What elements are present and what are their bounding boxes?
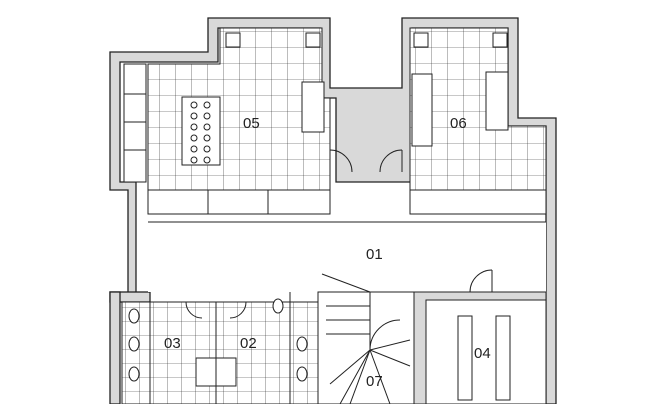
door-swing bbox=[379, 149, 403, 173]
cabinet bbox=[485, 71, 509, 131]
door-swing bbox=[469, 269, 493, 293]
room-label-01: 01 bbox=[366, 246, 383, 263]
room-04 bbox=[413, 269, 547, 404]
burner-grid bbox=[190, 101, 211, 164]
island bbox=[181, 96, 221, 166]
sink bbox=[492, 32, 508, 48]
toilets-right bbox=[272, 298, 308, 382]
cabinet bbox=[411, 73, 433, 147]
sink bbox=[413, 32, 429, 48]
room-07 bbox=[317, 273, 415, 404]
room-label-03: 03 bbox=[164, 335, 181, 352]
room-03-02 bbox=[121, 292, 319, 404]
sink bbox=[305, 32, 321, 48]
door-swing bbox=[329, 149, 353, 173]
counter bbox=[123, 63, 147, 183]
rack bbox=[495, 315, 511, 401]
room-label-02: 02 bbox=[240, 335, 257, 352]
bench bbox=[147, 189, 331, 215]
bench bbox=[409, 189, 547, 215]
room-label-07: 07 bbox=[366, 373, 383, 390]
wall-segment bbox=[109, 291, 121, 404]
room-05 bbox=[123, 27, 353, 215]
room-01 bbox=[148, 221, 546, 292]
rack bbox=[457, 315, 473, 401]
room-label-04: 04 bbox=[474, 345, 491, 362]
room-label-05: 05 bbox=[243, 115, 260, 132]
sink bbox=[225, 32, 241, 48]
room-label-06: 06 bbox=[450, 115, 467, 132]
toilets-left bbox=[128, 308, 140, 382]
cabinet bbox=[301, 81, 325, 133]
room-06 bbox=[379, 27, 547, 215]
